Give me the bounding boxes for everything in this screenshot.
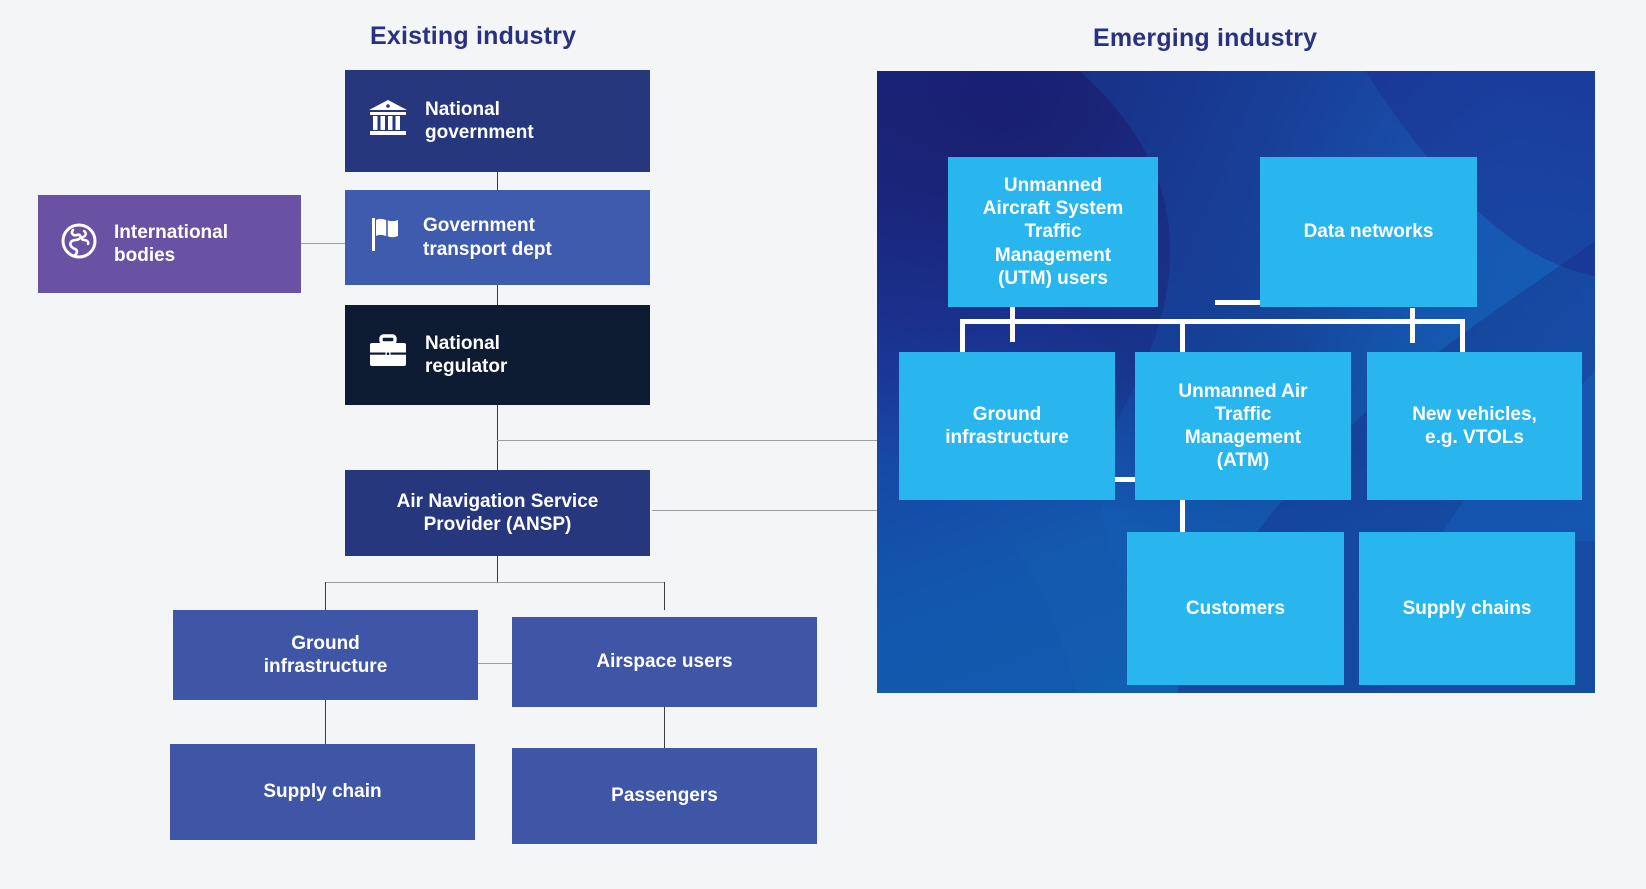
node-supply-chain[interactable]: Supply chain bbox=[170, 744, 475, 840]
connector-ground-to-uatm-right bbox=[1115, 477, 1135, 482]
connector-bus-to-airspace-users bbox=[664, 582, 665, 610]
node-label: Government transport dept bbox=[423, 215, 552, 260]
connector-bus-to-ground-infrastructure-right bbox=[960, 319, 965, 352]
node-ground-infrastructure-existing[interactable]: Ground infrastructure bbox=[173, 610, 478, 700]
node-national-government[interactable]: National government bbox=[345, 70, 650, 172]
connector-bus-to-new-vehicles bbox=[1460, 319, 1465, 352]
node-passengers[interactable]: Passengers bbox=[512, 748, 817, 844]
node-ground-infrastructure-emerging[interactable]: Ground infrastructure bbox=[899, 352, 1115, 500]
connector-ground-to-supply-chain bbox=[325, 686, 326, 744]
node-data-networks[interactable]: Data networks bbox=[1260, 157, 1477, 307]
bank-icon bbox=[367, 98, 409, 144]
connector-bus-to-ground-infrastructure bbox=[325, 582, 326, 610]
node-national-regulator[interactable]: National regulator bbox=[345, 305, 650, 405]
globe-icon bbox=[60, 222, 98, 266]
connector-data-networks-down bbox=[1410, 308, 1415, 343]
briefcase-icon bbox=[367, 334, 409, 376]
connector-government-vertical-2 bbox=[497, 285, 498, 305]
connector-ansp-to-emerging bbox=[652, 510, 877, 511]
connector-international-to-transport bbox=[300, 243, 346, 244]
connector-ground-to-airspace bbox=[458, 663, 512, 664]
node-new-vehicles[interactable]: New vehicles, e.g. VTOLs bbox=[1367, 352, 1582, 500]
connector-regulator-to-ansp bbox=[497, 405, 498, 470]
connector-ansp-bus bbox=[325, 582, 665, 583]
flag-icon bbox=[367, 214, 407, 260]
connector-utm-to-data-networks bbox=[1215, 300, 1260, 305]
node-supply-chains[interactable]: Supply chains bbox=[1359, 532, 1575, 685]
node-utm-users[interactable]: Unmanned Aircraft System Traffic Managem… bbox=[948, 157, 1158, 307]
node-international-bodies[interactable]: International bodies bbox=[38, 195, 301, 293]
connector-regulator-to-emerging bbox=[497, 440, 877, 441]
node-label: International bodies bbox=[114, 221, 229, 266]
node-ansp[interactable]: Air Navigation Service Provider (ANSP) bbox=[345, 470, 650, 556]
node-uatm[interactable]: Unmanned Air Traffic Management (ATM) bbox=[1135, 352, 1351, 500]
connector-ansp-down bbox=[497, 556, 498, 582]
heading-existing-industry: Existing industry bbox=[370, 22, 577, 50]
connector-government-vertical-1 bbox=[497, 172, 498, 191]
node-label: National government bbox=[425, 98, 534, 143]
connector-airspace-to-passengers bbox=[664, 690, 665, 748]
heading-emerging-industry: Emerging industry bbox=[1093, 24, 1318, 52]
node-airspace-users[interactable]: Airspace users bbox=[512, 617, 817, 707]
node-government-transport-dept[interactable]: Government transport dept bbox=[345, 190, 650, 285]
node-label: National regulator bbox=[425, 332, 508, 377]
node-customers[interactable]: Customers bbox=[1127, 532, 1344, 685]
connector-emerging-bus bbox=[960, 319, 1465, 324]
connector-utm-down bbox=[1010, 307, 1015, 342]
connector-bus-to-uatm bbox=[1180, 319, 1185, 352]
emerging-industry-panel: Unmanned Aircraft System Traffic Managem… bbox=[877, 71, 1595, 693]
connector-uatm-to-customers bbox=[1180, 500, 1185, 532]
